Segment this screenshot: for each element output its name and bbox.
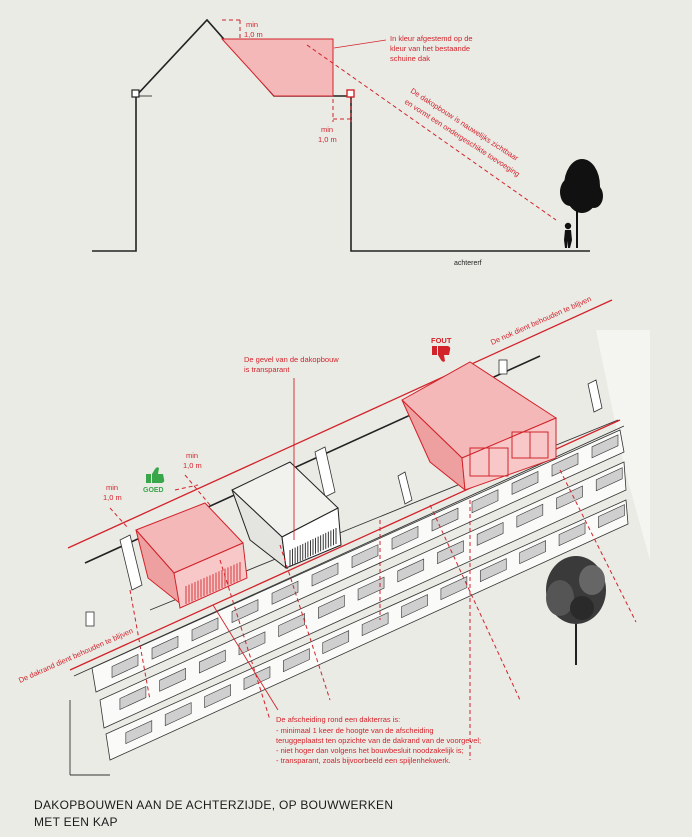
party-walls <box>85 359 603 627</box>
tree-icon <box>560 159 603 248</box>
terrace-note-item-3: - niet hoger dan volgens het bouwbesluit… <box>276 746 464 755</box>
visibility-note-line2: en vormt een ondergeschikte toevoeging <box>403 97 522 178</box>
min-label-2-line1: min <box>321 125 333 134</box>
min-label-a-line2: 1,0 m <box>183 461 202 470</box>
facade-window <box>476 521 504 546</box>
color-note-line1: In kleur afgestemd op de <box>390 34 473 43</box>
facade-window <box>361 612 389 637</box>
facade-window <box>556 485 583 510</box>
facade-window <box>318 594 345 619</box>
facade-window <box>591 434 619 459</box>
facade-window <box>551 452 579 477</box>
facade-window <box>511 470 539 495</box>
facade-window <box>440 576 468 601</box>
min-label-1-line1: min <box>246 20 258 29</box>
dashed-guides <box>109 469 637 760</box>
section-axonometric: De nok dient behouden te blijven De dakr… <box>17 294 650 776</box>
tree-icon-large <box>546 556 606 665</box>
goed-label: GOED <box>143 487 164 494</box>
figure-caption: DAKOPBOUWEN AAN DE ACHTERZIJDE, OP BOUWW… <box>34 797 454 831</box>
railing-good <box>185 562 241 604</box>
facade-window <box>401 594 428 619</box>
dormer-neutral <box>231 461 342 570</box>
min-label-a-line1: min <box>186 451 198 460</box>
facade-window <box>595 467 623 492</box>
facade-window <box>311 562 339 587</box>
dormer-section <box>220 38 334 97</box>
gevel-note-line1: De gevel van de dakopbouw <box>244 355 339 364</box>
terrace-note-heading: De afscheiding rond een dakterras is: <box>276 715 400 724</box>
dormer-wrong <box>401 361 558 492</box>
house-outline <box>92 18 590 252</box>
section-profile-diagram: min 1,0 m min 1,0 m In kleur afgestemd o… <box>92 18 603 267</box>
facade-window <box>111 654 139 678</box>
min-label-2-line2: 1,0 m <box>318 135 337 144</box>
dormer-good <box>135 502 248 609</box>
facade-window <box>479 558 507 583</box>
facade-window <box>471 489 499 514</box>
eave-marker-right <box>346 89 355 98</box>
fout-label: FOUT <box>431 336 452 345</box>
caption-line-1: DAKOPBOUWEN AAN DE ACHTERZIJDE, OP BOUWW… <box>34 798 394 812</box>
facade-window <box>322 630 350 655</box>
facade-window <box>437 540 464 565</box>
facade-window <box>351 544 379 569</box>
ridge-line <box>67 299 613 549</box>
facade-window <box>151 635 179 660</box>
facade-window <box>271 580 299 605</box>
facade-window <box>519 540 546 565</box>
color-note-line2: kleur van het bestaande <box>390 44 470 53</box>
facade-window <box>159 667 186 692</box>
yard-label: achtererf <box>454 260 482 267</box>
facade-window <box>283 648 310 673</box>
facade-window <box>243 666 271 691</box>
railing-neutral <box>289 528 337 566</box>
facade-window <box>198 649 226 674</box>
thumbs-up-icon <box>146 467 165 483</box>
facade-window <box>125 720 153 745</box>
facade-window <box>204 684 231 709</box>
facade-window <box>191 617 219 642</box>
terrace-note-item-2: teruggeplaatst ten opzichte van de dakra… <box>276 736 481 745</box>
thumbs-down-icon <box>432 346 451 362</box>
person-icon <box>564 222 572 248</box>
nok-label: De nok dient behouden te blijven <box>489 294 592 347</box>
facade-windows <box>111 434 625 745</box>
facade-window <box>431 507 459 532</box>
caption-line-2: MET EEN KAP <box>34 815 118 829</box>
facade-window <box>119 686 147 710</box>
visibility-note-line1: De dakopbouw is nauwelijks zichtbaar <box>409 86 521 163</box>
min-label-1-line2: 1,0 m <box>244 30 263 39</box>
facade-window <box>558 522 586 547</box>
facade-window <box>516 503 544 528</box>
facade-window <box>231 599 259 624</box>
facade-window <box>278 613 305 638</box>
facade-window <box>238 631 266 656</box>
facade-window <box>598 504 625 529</box>
min-label-b-line1: min <box>106 483 118 492</box>
terrace-note-item-4: - transparant, zoals bijvoorbeeld een sp… <box>276 756 451 765</box>
facade-window <box>391 525 419 550</box>
eave-marker-left <box>131 89 140 98</box>
facade-window <box>357 576 385 601</box>
color-note-line3: schuine dak <box>390 54 430 63</box>
gevel-note-line2: is transparant <box>244 365 290 374</box>
min-label-b-line2: 1,0 m <box>103 493 122 502</box>
terrace-note-item-1: - minimaal 1 keer de hoogte van de afsch… <box>276 726 434 735</box>
facade-window <box>164 702 192 727</box>
sight-line <box>306 44 557 221</box>
facade-window <box>397 558 425 583</box>
